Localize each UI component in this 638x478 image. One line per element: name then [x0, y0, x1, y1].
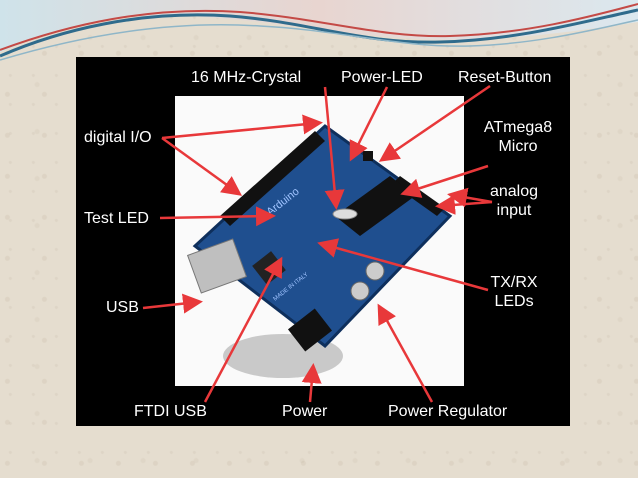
label-txrx-line1: TX/RX — [490, 274, 538, 291]
label-reset-button: Reset-Button — [458, 69, 552, 86]
label-analog-line2: input — [496, 202, 532, 219]
label-digital-io: digital I/O — [84, 129, 152, 146]
label-analog-block: analog input — [483, 182, 545, 220]
capacitor-1 — [365, 261, 385, 281]
label-crystal: 16 MHz-Crystal — [191, 69, 302, 86]
board-shape — [192, 124, 453, 349]
label-atmega-line2: Micro — [498, 138, 538, 155]
label-power: Power — [282, 403, 328, 420]
label-analog-line1: analog — [489, 183, 539, 200]
label-atmega-block: ATmega8 Micro — [478, 118, 558, 156]
digital-header — [220, 131, 325, 226]
reset-switch — [363, 151, 373, 161]
label-power-led: Power-LED — [341, 69, 423, 86]
label-usb: USB — [106, 299, 139, 316]
header-wave-banner — [0, 0, 638, 61]
label-ftdi-usb: FTDI USB — [134, 403, 207, 420]
power-jack — [287, 308, 333, 352]
label-atmega-line1: ATmega8 — [483, 119, 553, 136]
capacitor-2 — [350, 281, 370, 301]
arduino-board-illustration: Arduino MADE IN ITALY — [186, 124, 453, 378]
label-power-regulator: Power Regulator — [388, 403, 508, 420]
arduino-photo: Arduino MADE IN ITALY — [175, 96, 464, 386]
label-test-led: Test LED — [84, 210, 149, 227]
crystal — [332, 208, 358, 220]
label-txrx-line2: LEDs — [494, 293, 534, 310]
label-txrx-block: TX/RX LEDs — [483, 273, 545, 311]
atmega-chip — [335, 176, 415, 236]
